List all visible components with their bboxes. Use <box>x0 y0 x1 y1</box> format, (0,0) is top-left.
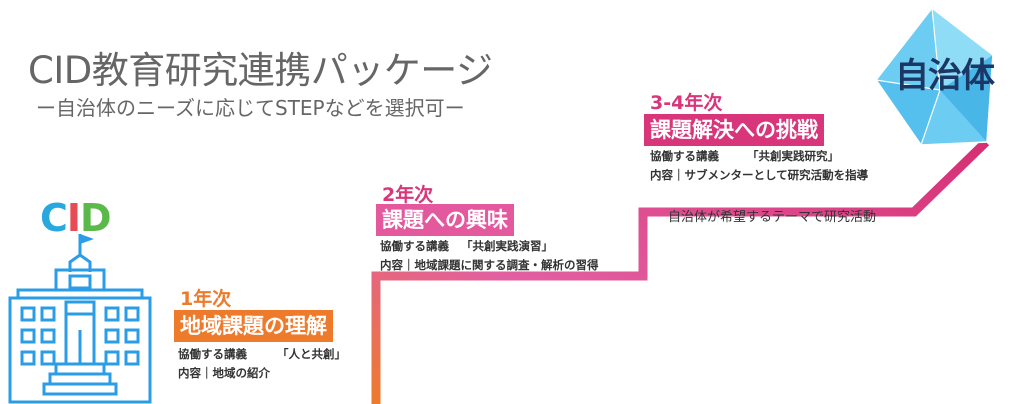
step1-lecture-label: 協働する講義 <box>178 347 247 361</box>
step3-banner: 課題解決への挑戦 <box>644 114 824 146</box>
logo-letter-c: C <box>40 196 68 240</box>
logo-letter-d: D <box>80 196 112 240</box>
step2-lecture: 協働する講義「共創実践演習」 <box>380 237 553 256</box>
diamond-icon <box>875 6 994 146</box>
step2-content: 内容｜地域課題に関する調査・解析の習得 <box>380 258 599 272</box>
step1-lecture-value: 「人と共創」 <box>277 347 346 361</box>
logo-letter-i: I <box>66 196 81 240</box>
step1-banner: 地域課題の理解 <box>174 310 333 342</box>
step3-content: 内容｜サブメンターとして研究活動を指導 <box>650 168 869 182</box>
page-title: CID教育研究連携パッケージ <box>28 49 493 92</box>
school-building-icon <box>8 234 152 404</box>
step3-lecture: 協働する講義 「共創実践研究」 <box>650 147 839 166</box>
page-subtitle: ー自治体のニーズに応じてSTEPなどを選択可ー <box>36 96 465 120</box>
step2-banner: 課題への興味 <box>376 204 514 236</box>
step1-content: 内容｜地域の紹介 <box>178 366 270 380</box>
step2-year: 2年次 <box>382 184 434 206</box>
step1-lecture: 協働する講義 「人と共創」 <box>178 345 346 364</box>
goal-label: 自治体 <box>895 56 995 96</box>
cid-logo: CID <box>40 196 112 240</box>
research-note: 自治体が希望するテーマで研究活動 <box>668 210 877 225</box>
step1-year: 1年次 <box>180 288 232 310</box>
step2-lecture-label: 協働する講義 <box>380 239 449 253</box>
step2-lecture-value: 「共創実践演習」 <box>461 239 553 253</box>
step3-year: 3-4年次 <box>650 92 723 114</box>
step3-lecture-label: 協働する講義 <box>650 149 719 163</box>
step3-lecture-value: 「共創実践研究」 <box>747 149 839 163</box>
staircase-line <box>371 138 990 404</box>
